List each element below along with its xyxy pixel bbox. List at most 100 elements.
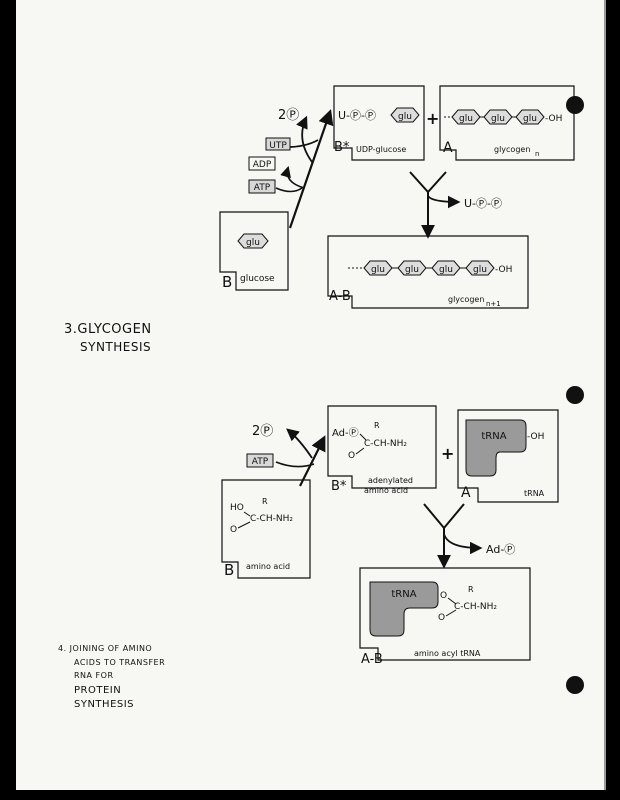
glycogen-n1-hexagon-1-label: glu: [371, 265, 385, 275]
atp-text: ATP: [254, 183, 271, 193]
amino-acid-ho: HO: [230, 503, 244, 513]
glucose-hexagon-label: glu: [246, 238, 260, 248]
binder-hole-bottom: [566, 676, 584, 694]
amino-acid-r: R: [262, 497, 268, 506]
glycogen-n-hexagon-2: glu: [483, 109, 513, 125]
glycogen-n-box: [439, 85, 575, 161]
amino-acid-bond-ho: [243, 511, 251, 517]
adp-box: [248, 156, 276, 171]
trna-shape-label: tRNA: [481, 431, 506, 442]
glycogen-n1-end: -OH: [495, 265, 512, 275]
glucose-hexagon: glu: [237, 233, 269, 249]
glycogen-n1-hexagon-3: glu: [431, 260, 461, 276]
ad-p-released-text: Ad-Ⓟ: [486, 543, 515, 556]
udp-glucose-label: UDP-glucose: [356, 145, 406, 154]
glycogen-n1-hexagon-2: glu: [397, 260, 427, 276]
adenylated-bond-ad: [359, 433, 367, 441]
utp-box: [265, 137, 291, 151]
glycogen-n-subscript: n: [535, 150, 539, 158]
glycogen-n1-label: glycogen: [448, 295, 484, 304]
glycogen-n-hexagon-2-label: glu: [491, 114, 505, 124]
glycogen-n-hexagon-3-label: glu: [523, 114, 537, 124]
glycogen-n1-hexagon-3-label: glu: [439, 265, 453, 275]
atp-box: [248, 179, 276, 194]
plus-sign-glycogen: +: [426, 109, 439, 128]
glucose-box-letter: B: [222, 273, 232, 291]
amino-acid-trna-diagram: HO R C-CH-NH₂ O B amino acid 2Ⓟ ATP Ad-Ⓟ…: [221, 405, 559, 667]
glucose-to-udpglucose-arrow: [288, 109, 334, 229]
product-bond-o: [447, 597, 457, 605]
phosphate-release-arrow: [296, 115, 313, 163]
section4-title-line1: 4. JOINING OF AMINO: [58, 644, 153, 653]
adenylated-amino-acid-box: [327, 405, 437, 489]
udp-released-text: U-Ⓟ-Ⓟ: [464, 197, 502, 210]
plus-sign-trna: +: [441, 444, 454, 463]
trna-oh: -OH: [527, 432, 544, 442]
adenylated-prefix: Ad-Ⓟ: [332, 427, 359, 439]
udp-glucose-prefix: U-Ⓟ-Ⓟ: [338, 109, 376, 122]
product-o-double: O: [438, 613, 445, 623]
adenylated-label-line1: adenylated: [368, 476, 413, 485]
product-r: R: [468, 585, 474, 594]
amino-acid-label: amino acid: [246, 562, 290, 571]
glucose-box: [219, 211, 289, 291]
section4-title-line3: RNA FOR: [74, 671, 114, 680]
glycogen-n1-subscript: n+1: [486, 300, 501, 308]
udp-glucose-box: [333, 85, 425, 161]
adenylated-letter: B*: [331, 479, 347, 494]
glycogen-n-hexagon-3: glu: [515, 109, 545, 125]
adenylated-bond-o: [355, 447, 365, 455]
glycogen-y-junction: [409, 171, 447, 194]
glycogen-n-plus-1-box: [327, 235, 529, 309]
phosphates-out-text-4: 2Ⓟ: [252, 424, 273, 439]
trna-shape: [465, 419, 527, 477]
product-backbone: C-CH-NH₂: [454, 602, 497, 612]
aminoacyl-label: amino acyl tRNA: [414, 649, 481, 658]
atp-text-4: ATP: [252, 457, 269, 467]
amino-acid-box: [221, 479, 311, 579]
adp-output-arrow: [280, 165, 305, 189]
udp-release-arrow: [427, 195, 461, 209]
ppi-release-arrow: [286, 428, 313, 459]
product-trna-label: tRNA: [391, 589, 416, 600]
amino-acid-to-adenylated-arrow: [299, 435, 326, 487]
adenylated-o: O: [348, 451, 355, 461]
glycogen-n1-hexagon-4: glu: [465, 260, 495, 276]
glycogen-n-hexagon-1-label: glu: [459, 114, 473, 124]
trna-label: tRNA: [524, 489, 545, 498]
adenylated-backbone: C-CH-NH₂: [364, 439, 407, 449]
amino-acid-o: O: [230, 525, 237, 535]
utp-text: UTP: [269, 141, 287, 151]
atp-input-arrow: [275, 187, 303, 193]
glycogen-synthesis-diagram: glu B glucose 2Ⓟ UTP ADP ATP U-Ⓟ-Ⓟ glu B…: [219, 85, 575, 309]
udp-glucose-hexagon-label: glu: [398, 112, 412, 122]
glycogen-n-hexagon-1: glu: [451, 109, 481, 125]
amino-acid-bond-o: [237, 521, 251, 529]
aminoacyl-trna-box: [359, 567, 531, 661]
adenylated-label-line2: amino acid: [364, 486, 408, 495]
section3-title-line1: 3.GLYCOGEN: [64, 322, 152, 337]
udp-glucose-hexagon: glu: [390, 107, 420, 123]
glycogen-n-letter: A: [443, 140, 453, 156]
binder-hole-top: [566, 96, 584, 114]
glycogen-n1-hexagon-1: glu: [363, 260, 393, 276]
trna-y-junction: [423, 503, 465, 530]
glycogen-n1-hexagon-2-label: glu: [405, 265, 419, 275]
section4-title-line5: SYNTHESIS: [74, 699, 135, 710]
section4-title-line2: ACIDS TO TRANSFER: [74, 658, 166, 667]
glycogen-n-label: glycogen: [494, 145, 530, 154]
amino-acid-backbone: C-CH-NH₂: [250, 514, 293, 524]
atp-input-arrow-4: [275, 461, 315, 468]
glycogen-n1-hexagon-4-label: glu: [473, 265, 487, 275]
amino-acid-letter: B: [224, 561, 234, 579]
adenylated-r: R: [374, 421, 380, 430]
binder-hole-middle: [566, 386, 584, 404]
glycogen-n-end: -OH: [545, 114, 562, 124]
glycogen-n1-letter: A-B: [329, 289, 351, 304]
phosphates-out-text: 2Ⓟ: [278, 108, 299, 123]
trna-letter: A: [461, 485, 471, 501]
section4-title-line4: PROTEIN: [74, 685, 122, 696]
atp-box-4: [246, 453, 274, 468]
glucose-box-label: glucose: [240, 274, 275, 284]
